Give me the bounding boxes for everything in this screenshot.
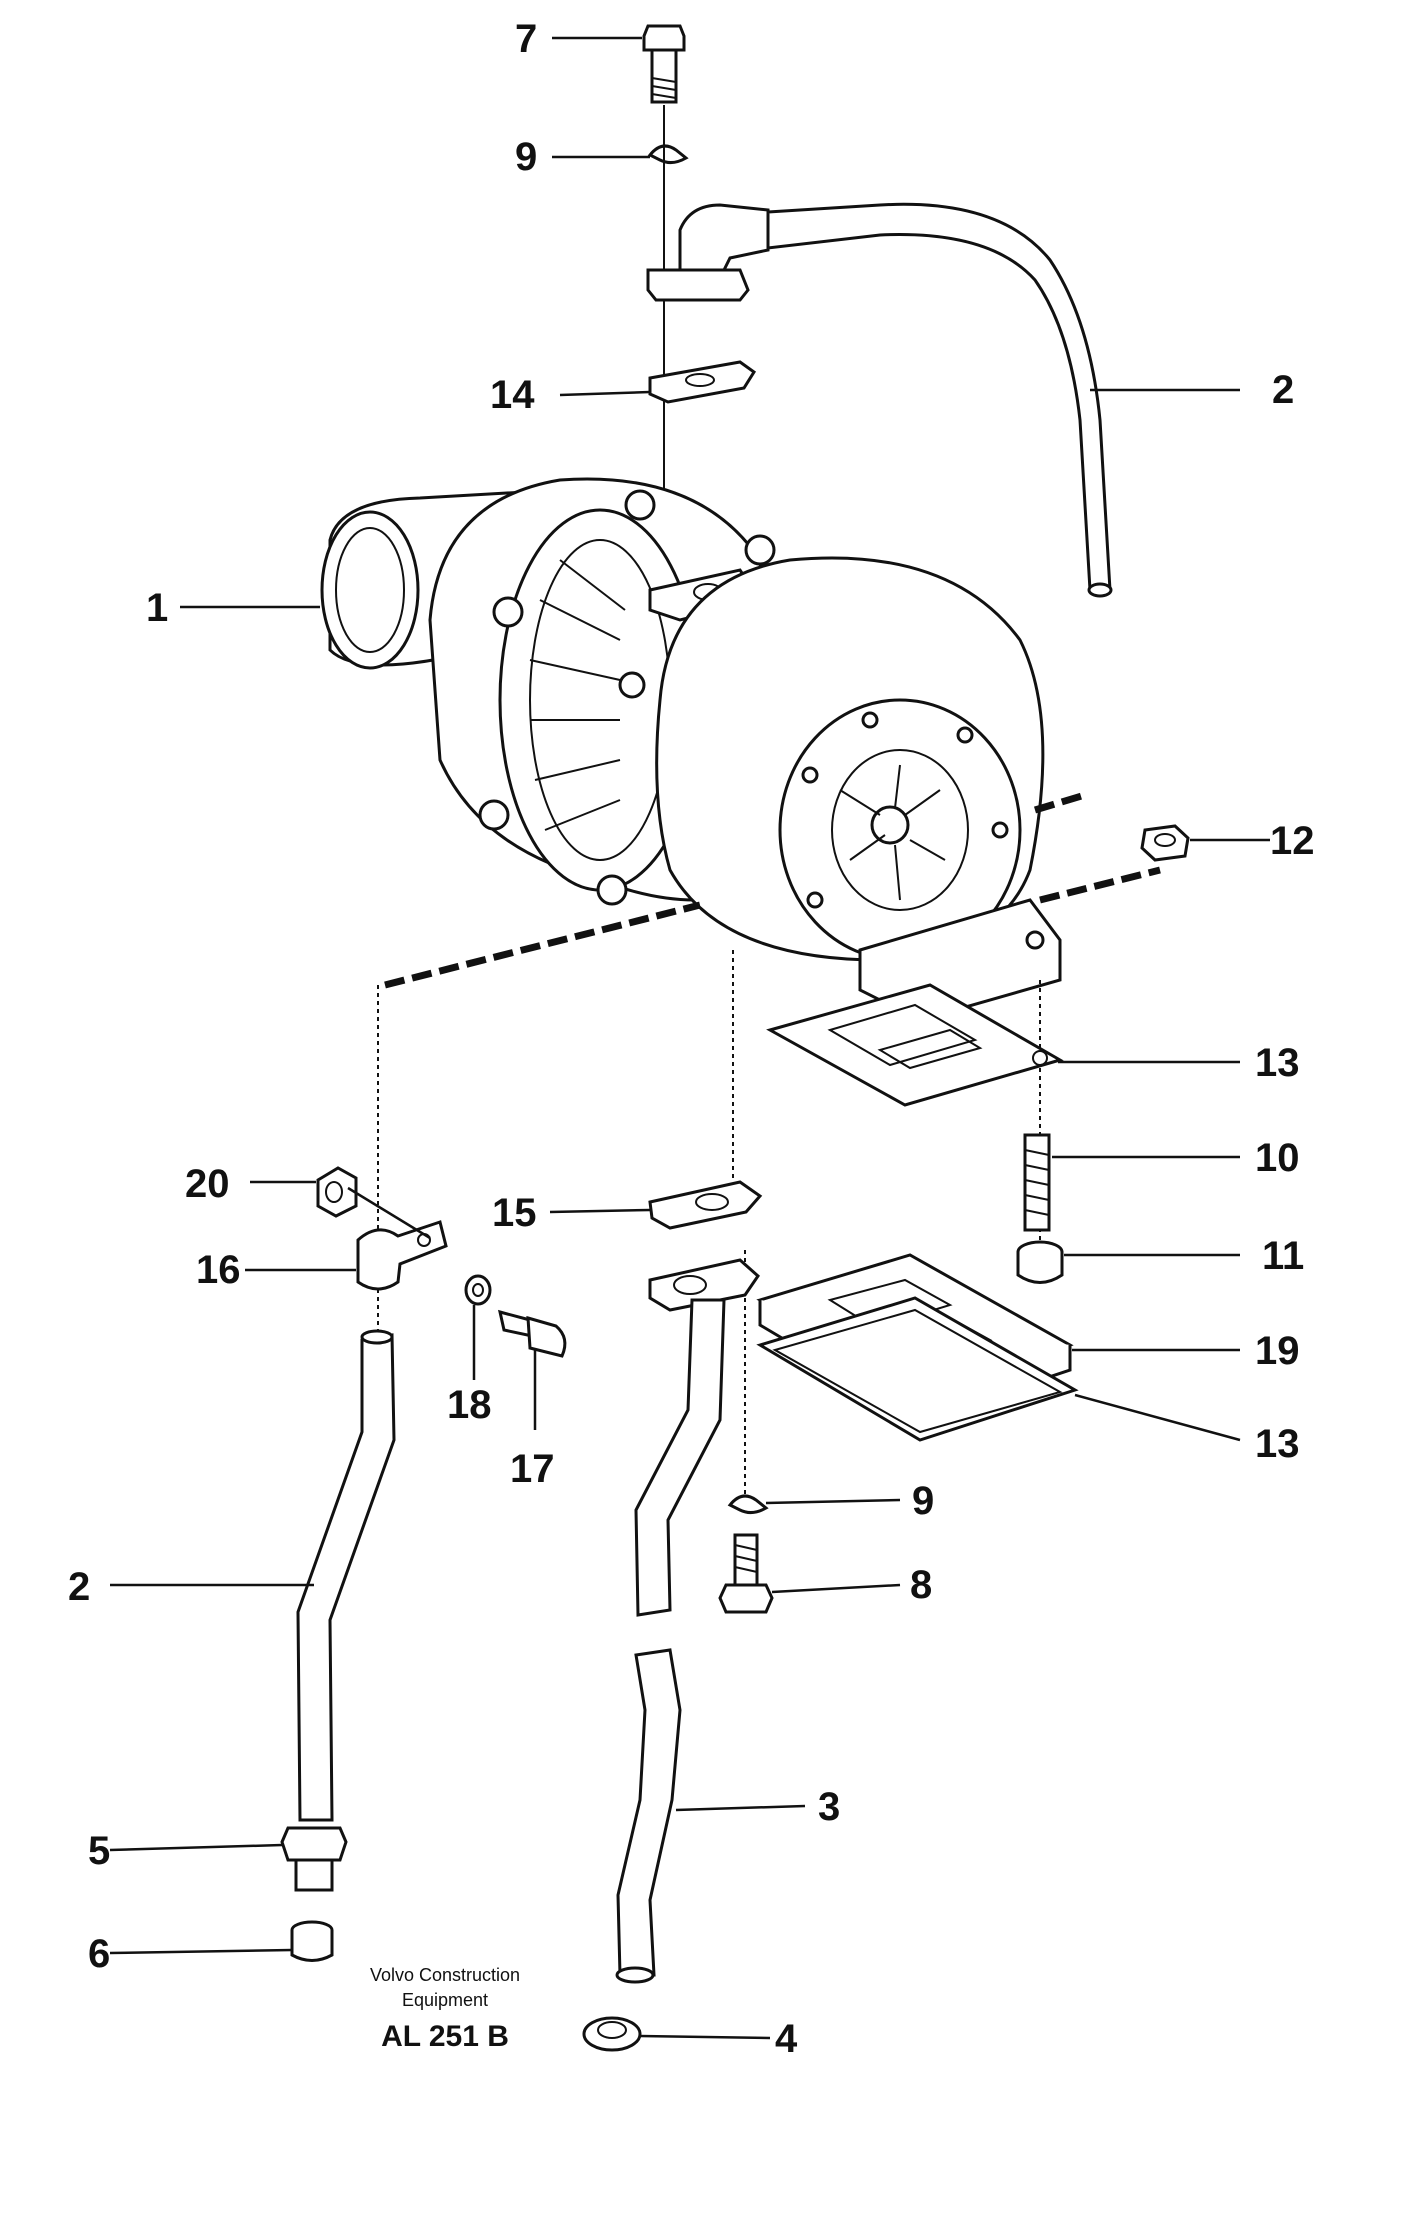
callout-10: 10 <box>1255 1136 1300 1180</box>
part-6-sleeve <box>290 1920 334 1962</box>
part-14-gasket <box>648 360 757 404</box>
callout-8: 8 <box>910 1563 932 1607</box>
callout-9-top: 9 <box>515 135 537 179</box>
part-9-clip-top <box>647 144 689 165</box>
part-17-screw <box>497 1309 567 1358</box>
part-5-union-nut <box>280 1826 348 1892</box>
callout-14: 14 <box>490 373 535 417</box>
part-20-nut <box>316 1166 358 1218</box>
credit-line-2: Equipment <box>402 1990 488 2010</box>
part-15-gasket <box>648 1180 763 1230</box>
part-8-bolt <box>718 1533 774 1614</box>
part-9-clip-mid <box>727 1494 769 1515</box>
part-13-gasket-bottom <box>756 1296 1079 1442</box>
drawing-code: AL 251 B <box>381 2020 509 2053</box>
part-18-washer <box>464 1274 492 1306</box>
callout-7: 7 <box>515 17 537 61</box>
callout-16: 16 <box>196 1248 241 1292</box>
part-11-sleeve <box>1016 1240 1064 1284</box>
leader-lines <box>109 36 1270 2040</box>
part-16-clamp <box>356 1220 448 1291</box>
callout-6: 6 <box>88 1932 110 1976</box>
callout-20: 20 <box>185 1162 230 1206</box>
callout-5: 5 <box>88 1829 110 1873</box>
callout-4: 4 <box>775 2017 798 2061</box>
callout-2-top: 2 <box>1272 368 1294 412</box>
callout-9-mid: 9 <box>912 1479 934 1523</box>
callout-12: 12 <box>1270 819 1315 863</box>
callout-13-bottom: 13 <box>1255 1422 1300 1466</box>
part-2-oil-pipe-top <box>646 202 1113 598</box>
callout-19: 19 <box>1255 1329 1300 1373</box>
part-2-oil-pipe-left <box>296 1329 396 1822</box>
callout-18: 18 <box>447 1383 492 1427</box>
part-4-washer <box>582 2016 642 2052</box>
part-1-turbocharger <box>320 477 1062 1022</box>
part-13-gasket-top <box>766 983 1064 1107</box>
callout-15: 15 <box>492 1191 537 1235</box>
part-3-drain-pipe <box>615 1258 760 1984</box>
callout-2-left: 2 <box>68 1565 90 1609</box>
callout-17: 17 <box>510 1447 555 1491</box>
part-10-stud <box>1023 1133 1051 1232</box>
callout-13-top: 13 <box>1255 1041 1300 1085</box>
credit-line-1: Volvo Construction <box>370 1965 520 1985</box>
callout-3: 3 <box>818 1785 840 1829</box>
callout-1: 1 <box>146 586 168 630</box>
part-12-nut <box>1140 824 1190 862</box>
callout-11: 11 <box>1262 1234 1304 1278</box>
part-7-bolt <box>642 24 686 104</box>
